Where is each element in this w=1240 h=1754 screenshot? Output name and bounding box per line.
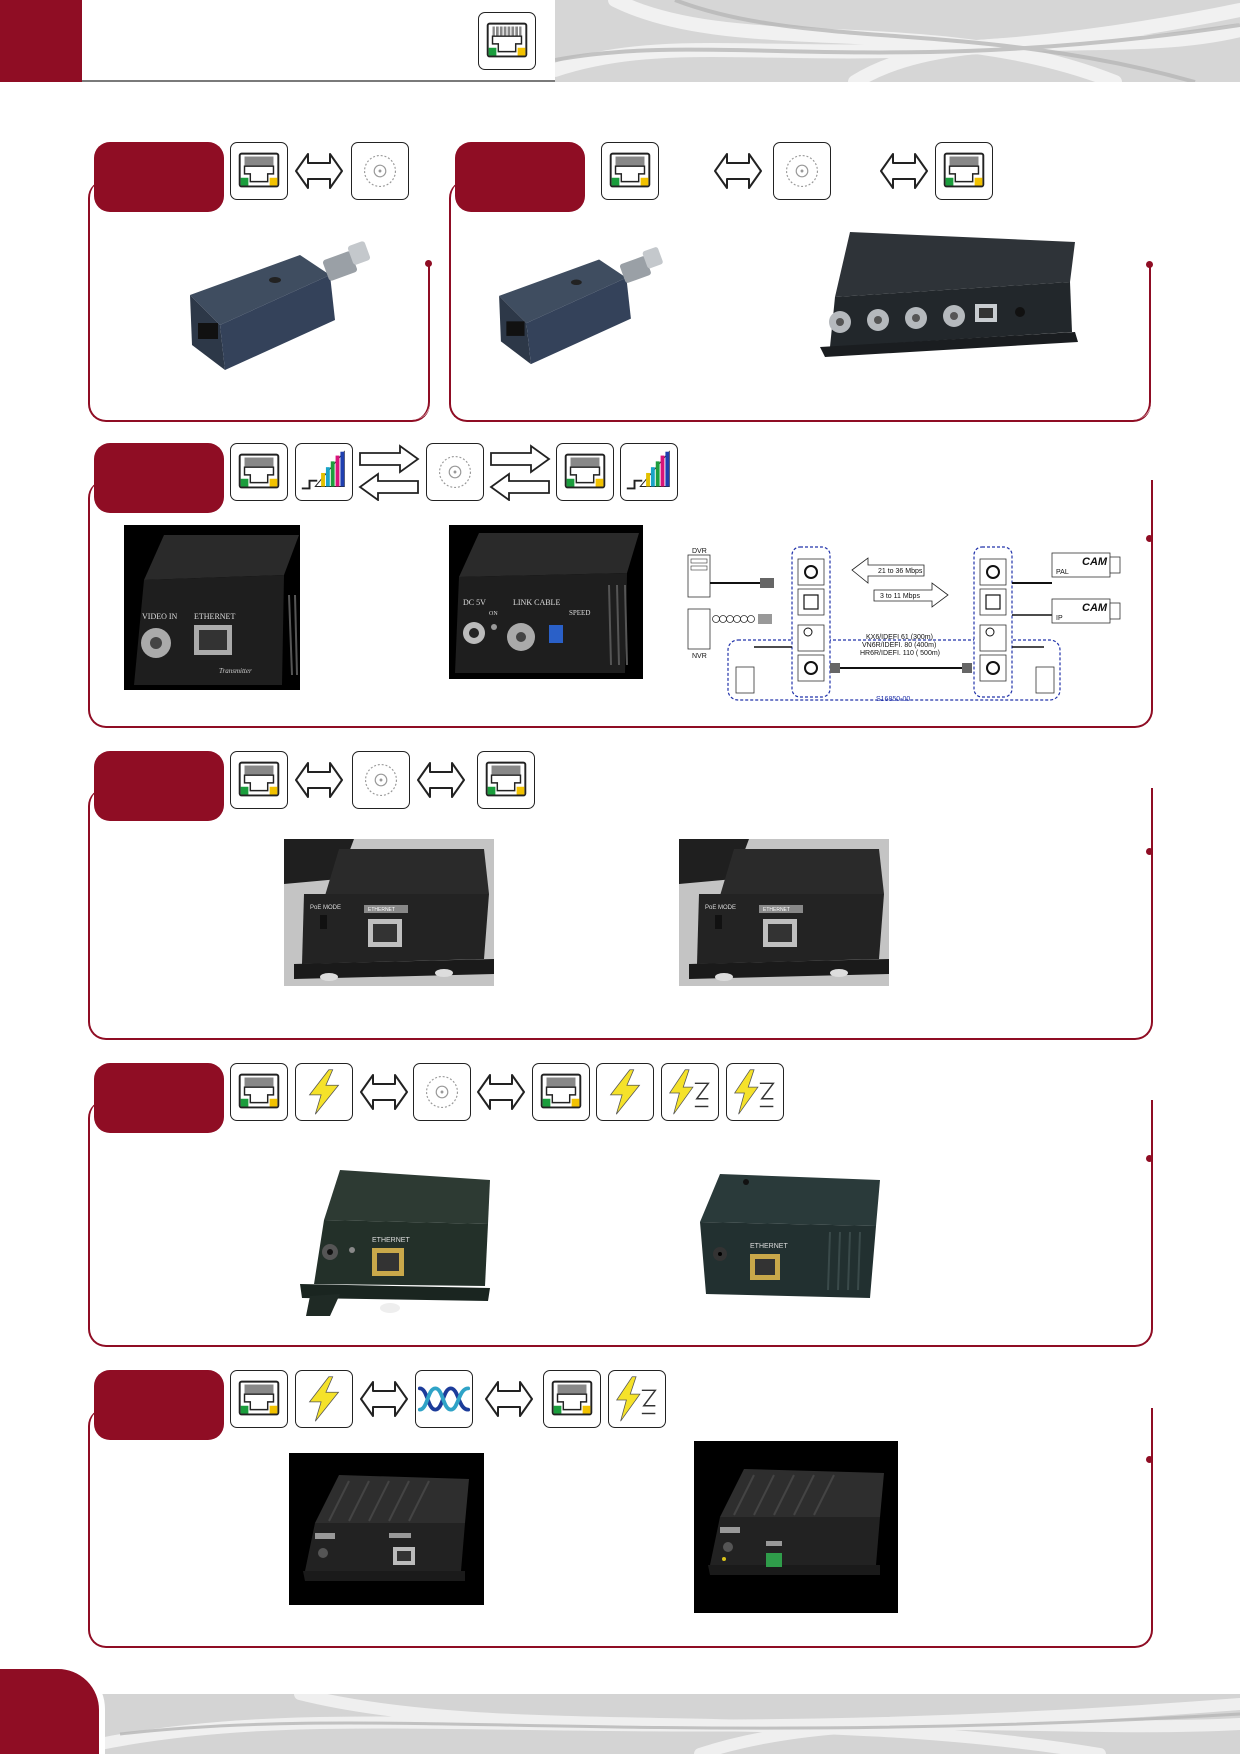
ethernet-label: ETHERNET — [194, 612, 235, 621]
section-2-tab — [455, 142, 585, 212]
link-cable-label: LINK CABLE — [513, 598, 560, 607]
rj45-icon — [230, 443, 288, 501]
section-3-frame — [88, 480, 1153, 728]
coax-icon — [351, 142, 409, 200]
rj45-icon — [543, 1370, 601, 1428]
dvr-label: DVR — [692, 548, 707, 555]
bidirectional-arrow-icon — [713, 146, 763, 196]
section-1-dot — [425, 260, 432, 267]
data-flow-arrows-icon — [358, 443, 420, 501]
bidirectional-arrow-icon — [416, 755, 466, 805]
power-lightning-icon — [596, 1063, 654, 1121]
analog-video-icon — [620, 443, 678, 501]
ip-label: IP — [1056, 615, 1063, 622]
bidirectional-arrow-icon — [484, 1374, 534, 1424]
pal-label: PAL — [1056, 569, 1069, 576]
rj45-icon — [230, 1370, 288, 1428]
dc-label: DC 5V — [463, 598, 486, 607]
poe-extender-image: PoE MODE ETHERNET — [679, 839, 889, 986]
speed-1-label: 21 to 36 Mbps — [878, 568, 923, 575]
footer-cable-background — [0, 1694, 1240, 1754]
bidirectional-arrow-icon — [294, 146, 344, 196]
poe-transmitter-image: ETHERNET — [300, 1166, 495, 1321]
rj45-icon — [532, 1063, 590, 1121]
on-label: ON — [489, 611, 498, 617]
section-5-frame — [88, 1100, 1153, 1347]
section-4-tab — [94, 751, 224, 821]
transmitter-image: VIDEO IN ETHERNET Transmitter — [124, 525, 300, 690]
section-1-right-edge — [428, 265, 430, 400]
footer-red-block — [0, 1664, 105, 1754]
rj45-icon — [556, 443, 614, 501]
coax-icon — [352, 751, 410, 809]
rj45-icon — [601, 142, 659, 200]
power-output-icon — [661, 1063, 719, 1121]
speed-label: SPEED — [569, 609, 590, 617]
power-lightning-icon — [295, 1370, 353, 1428]
header-cable-background — [555, 0, 1240, 82]
twisted-pair-icon — [415, 1370, 473, 1428]
section-1-frame — [88, 180, 430, 422]
connection-diagram: DVR NVR 21 to 36 Mbps 3 to 11 Mbps KX6/ — [684, 543, 1124, 705]
header-divider — [82, 80, 555, 82]
cable-3-label: HR6R/IDEFI. 110 ( 500m) — [860, 650, 940, 657]
power-lightning-icon — [295, 1063, 353, 1121]
rj45-icon — [230, 751, 288, 809]
section-3-dot — [1146, 535, 1153, 542]
section-2-frame — [449, 180, 1151, 422]
coax-icon — [413, 1063, 471, 1121]
header-red-block — [0, 0, 82, 82]
rj45-icon — [230, 1063, 288, 1121]
cam-label: CAM — [1082, 602, 1108, 614]
coax-icon — [773, 142, 831, 200]
section-4-dot — [1146, 848, 1153, 855]
cable-2-label: VN6R/IDEFI. 80 (400m) — [862, 642, 936, 649]
section-5-tab — [94, 1063, 224, 1133]
rj45-icon — [935, 142, 993, 200]
section-3-tab — [94, 443, 224, 513]
power-output-icon — [608, 1370, 666, 1428]
data-flow-arrows-icon — [489, 443, 551, 501]
poe-mode-label: PoE MODE — [705, 905, 736, 911]
speed-2-label: 3 to 11 Mbps — [880, 593, 920, 600]
diagram-code-label: S16850-00 — [876, 696, 910, 703]
bidirectional-arrow-icon — [879, 146, 929, 196]
bidirectional-arrow-icon — [294, 755, 344, 805]
ip-over-coax-adapter-image — [490, 235, 690, 375]
bidirectional-arrow-icon — [359, 1374, 409, 1424]
ethernet-label: ETHERNET — [372, 1237, 410, 1244]
ethernet-label: ETHERNET — [368, 907, 395, 913]
rj45-icon — [477, 751, 535, 809]
long-range-poe-transmitter-image — [289, 1453, 484, 1605]
section-2-dot — [1146, 261, 1153, 268]
bidirectional-arrow-icon — [476, 1067, 526, 1117]
bidirectional-arrow-icon — [359, 1067, 409, 1117]
cam-label: CAM — [1082, 556, 1108, 568]
rj45-icon — [478, 12, 536, 70]
poe-mode-label: PoE MODE — [310, 905, 341, 911]
poe-receiver-image: ETHERNET — [690, 1170, 888, 1318]
ethernet-label: ETHERNET — [763, 907, 790, 913]
analog-video-icon — [295, 443, 353, 501]
section-6-frame — [88, 1408, 1153, 1648]
long-range-poe-receiver-image — [694, 1441, 898, 1613]
four-channel-coax-receiver-image — [820, 232, 1080, 372]
poe-extender-image: PoE MODE ETHERNET — [284, 839, 494, 986]
section-6-dot — [1146, 1456, 1153, 1463]
section-4-frame — [88, 788, 1153, 1040]
video-in-label: VIDEO IN — [142, 612, 178, 621]
section-5-dot — [1146, 1155, 1153, 1162]
transmitter-label: Transmitter — [219, 667, 252, 675]
ethernet-label: ETHERNET — [750, 1243, 788, 1250]
section-6-tab — [94, 1370, 224, 1440]
nvr-label: NVR — [692, 653, 707, 660]
ip-over-coax-adapter-image — [180, 235, 400, 375]
rj45-icon — [230, 142, 288, 200]
coax-icon — [426, 443, 484, 501]
cable-1-label: KX6/IDEFI 61 (300m) — [866, 634, 933, 641]
section-1-tab — [94, 142, 224, 212]
power-output-icon — [726, 1063, 784, 1121]
